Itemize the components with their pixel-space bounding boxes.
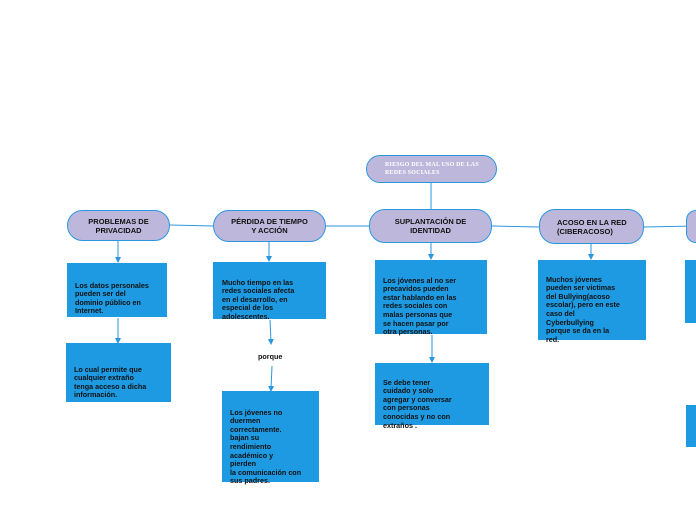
note-privacy-1: Los datos personales pueden ser del domi… bbox=[67, 263, 167, 317]
topic-privacy-label: PROBLEMAS DE PRIVACIDAD bbox=[88, 216, 149, 235]
root-node[interactable]: RIESGO DEL MAL USO DE LAS REDES SOCIALES bbox=[366, 155, 497, 183]
note-time-1: Mucho tiempo en las redes sociales afect… bbox=[213, 262, 326, 321]
connector-h1 bbox=[169, 224, 214, 227]
topic-offscreen[interactable] bbox=[686, 210, 696, 243]
note-identity-1-text: Los jóvenes al no ser precavidos pueden … bbox=[383, 275, 457, 337]
note-time-1-text: Mucho tiempo en las redes sociales afect… bbox=[222, 277, 295, 321]
connector-h3 bbox=[491, 225, 540, 228]
topic-time-label: PÉRDIDA DE TIEMPO Y ACCIÓN bbox=[231, 217, 308, 235]
note-privacy-2-text: Lo cual permite que cualquier extraño te… bbox=[74, 364, 147, 400]
note-privacy-1-text: Los datos personales pueden ser del domi… bbox=[75, 280, 149, 316]
root-label: RIESGO DEL MAL USO DE LAS REDES SOCIALES bbox=[385, 162, 479, 176]
note-bullying-1-text: Muchos jóvenes pueden ser victimas del B… bbox=[546, 274, 620, 344]
note-identity-2-text: Se debe tener cuidado y solo agregar y c… bbox=[383, 377, 452, 430]
topic-bullying-label: ACOSO EN LA RED (CIBERACOSO) bbox=[557, 217, 627, 236]
topic-time[interactable]: PÉRDIDA DE TIEMPO Y ACCIÓN bbox=[213, 210, 326, 242]
topic-identity-label: SUPLANTACIÓN DE IDENTIDAD bbox=[394, 217, 467, 235]
note-time-2-text: Los jóvenes no duermen correctamente. ba… bbox=[230, 407, 302, 486]
link-label-porque: porque bbox=[258, 352, 283, 361]
note-time-2: Los jóvenes no duermen correctamente. ba… bbox=[222, 391, 319, 485]
arrow-time-link bbox=[267, 319, 274, 345]
topic-identity[interactable]: SUPLANTACIÓN DE IDENTIDAD bbox=[369, 209, 492, 243]
arrow-time-2 bbox=[268, 365, 275, 392]
topic-privacy[interactable]: PROBLEMAS DE PRIVACIDAD bbox=[67, 210, 170, 241]
note-offscreen-2 bbox=[686, 405, 696, 447]
note-offscreen-1 bbox=[685, 260, 696, 323]
note-privacy-2: Lo cual permite que cualquier extraño te… bbox=[66, 343, 171, 402]
note-identity-2: Se debe tener cuidado y solo agregar y c… bbox=[375, 363, 489, 429]
note-bullying-1: Muchos jóvenes pueden ser victimas del B… bbox=[538, 260, 646, 344]
note-identity-1: Los jóvenes al no ser precavidos pueden … bbox=[375, 260, 487, 337]
topic-bullying[interactable]: ACOSO EN LA RED (CIBERACOSO) bbox=[539, 209, 644, 244]
